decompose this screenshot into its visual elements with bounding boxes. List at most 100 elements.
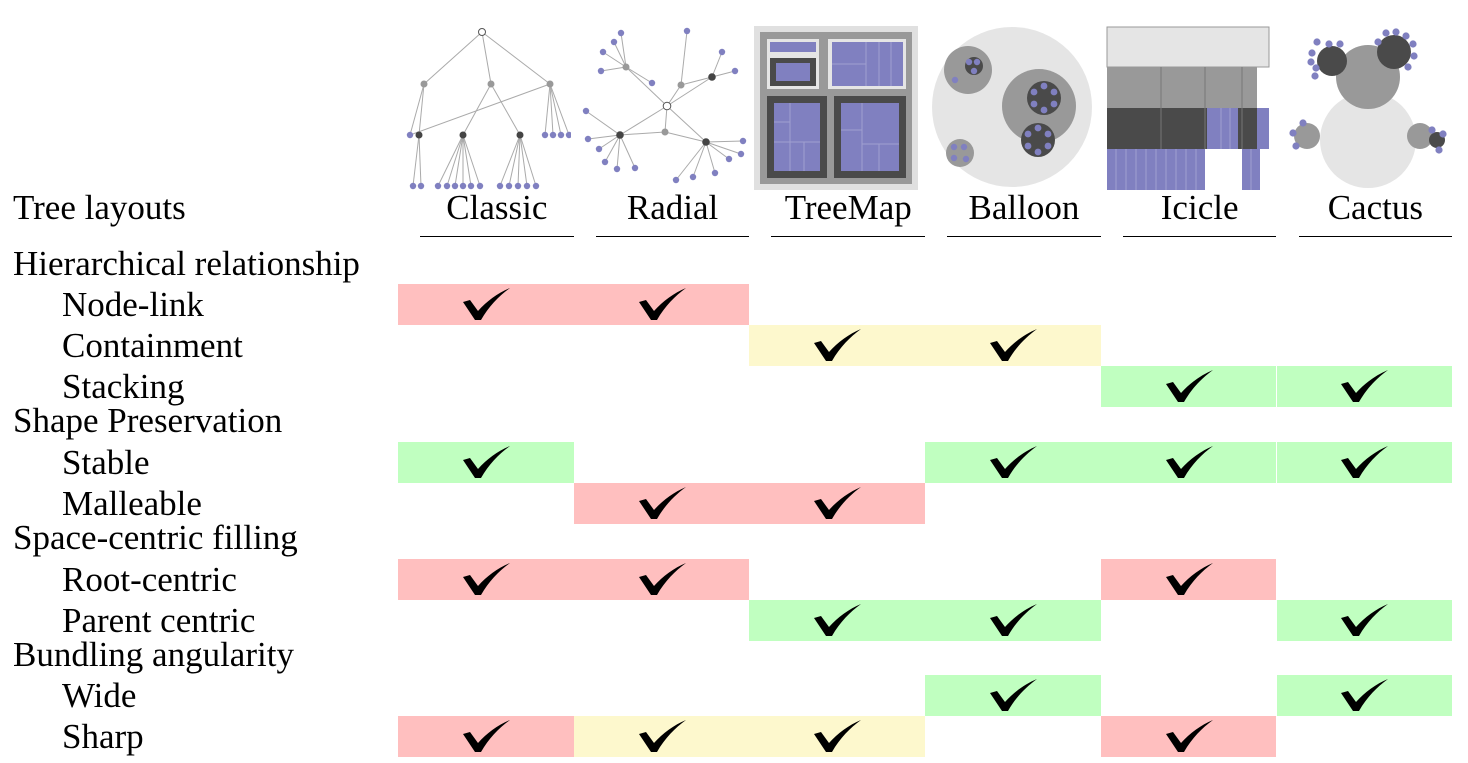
leaf-node — [505, 182, 513, 190]
tree-edge — [437, 134, 464, 187]
cell-sharp-icicle — [1100, 716, 1277, 757]
checkmark-icon — [638, 287, 686, 320]
row-label-stable: Stable — [62, 443, 150, 482]
leaf-node — [476, 182, 484, 190]
column-header-label: Balloon — [968, 188, 1080, 227]
tree-edge — [423, 31, 483, 85]
tree-edge — [616, 134, 621, 170]
tree-edge — [519, 134, 528, 187]
tree-edge — [705, 141, 716, 174]
internal-node — [707, 73, 716, 81]
checkmark-icon — [1341, 603, 1389, 636]
row-label-sharp: Sharp — [62, 717, 144, 756]
column-header-rule — [771, 236, 926, 237]
column-header-rule — [1298, 236, 1453, 237]
cell-malleable-radial — [573, 483, 750, 524]
leaf-node — [718, 48, 725, 56]
leaf-node — [1024, 142, 1032, 150]
leaf-node — [1050, 88, 1058, 96]
icicle-layout-thumbnail — [1106, 26, 1270, 190]
checkmark-icon — [989, 603, 1037, 636]
tree-edge — [549, 83, 570, 136]
cell-wide-balloon — [925, 675, 1101, 716]
treemap-layout-thumbnail — [754, 26, 919, 190]
leaf-node — [1403, 63, 1412, 71]
leaf-node — [549, 131, 557, 139]
tree-edge — [446, 134, 464, 187]
leaf-node — [683, 27, 690, 35]
tree-edge — [620, 32, 627, 68]
row-label-parent-centric: Parent centric — [62, 601, 256, 640]
tree-edge — [675, 141, 707, 181]
treemap-leaf — [774, 103, 821, 171]
leaf-node — [1040, 82, 1048, 90]
leaf-node — [970, 67, 978, 75]
tree-edge — [544, 83, 551, 136]
cell-stable-cactus — [1276, 442, 1453, 483]
tree-edge — [619, 134, 636, 169]
tree-edge — [666, 105, 707, 143]
column-header-balloon: Balloon — [947, 188, 1101, 240]
cell-containment-treemap — [749, 325, 926, 366]
leaf-node — [1312, 38, 1321, 46]
leaf-node — [601, 158, 608, 166]
leaf-node — [725, 155, 732, 163]
checkmark-icon — [1165, 562, 1213, 595]
cell-parent-centric-cactus — [1276, 600, 1453, 641]
internal-node — [615, 131, 624, 139]
cactus-grandchild — [1376, 35, 1411, 69]
leaf-node — [584, 135, 591, 143]
leaf-node — [1044, 130, 1052, 138]
column-header-label: Icicle — [1160, 188, 1239, 227]
checkmark-icon — [814, 603, 862, 636]
internal-node — [622, 63, 630, 71]
leaf-node — [731, 67, 738, 75]
checkmark-icon — [1165, 719, 1213, 752]
cell-node-link-classic — [398, 284, 574, 325]
tree-edge — [705, 141, 729, 160]
cell-sharp-classic — [398, 716, 574, 757]
cell-root-centric-classic — [398, 559, 574, 600]
column-header-label: TreeMap — [784, 188, 912, 227]
tree-edge — [602, 51, 626, 68]
row-label-stacking: Stacking — [62, 367, 185, 406]
leaf-node — [443, 182, 451, 190]
icicle-level-1 — [1106, 67, 1257, 108]
cactus-grandchild — [1316, 46, 1347, 76]
checkmark-icon — [638, 562, 686, 595]
leaf-node — [595, 145, 602, 153]
leaf-node — [597, 67, 604, 75]
cell-stacking-cactus — [1276, 366, 1453, 407]
cell-sharp-treemap — [749, 716, 926, 757]
leaf-node — [1298, 119, 1307, 127]
internal-node — [420, 80, 428, 88]
tree-edge — [680, 76, 712, 86]
cell-parent-centric-treemap — [749, 600, 926, 641]
leaf-node — [962, 155, 970, 163]
balloon-layout-thumbnail — [932, 27, 1093, 187]
column-header-label: Cactus — [1327, 188, 1423, 227]
leaf-node — [523, 182, 531, 190]
checkmark-icon — [1341, 445, 1389, 478]
column-header-treemap: TreeMap — [771, 188, 926, 240]
leaf-node — [565, 131, 571, 139]
tree-edge — [517, 134, 521, 187]
leaf-node — [1291, 142, 1300, 150]
cactus-layout-thumbnail — [1288, 28, 1447, 188]
leaf-node — [672, 176, 679, 184]
treemap-leaf — [841, 103, 900, 171]
classic-layout-thumbnail — [406, 28, 571, 190]
internal-node — [677, 81, 685, 89]
internal-node — [546, 80, 554, 88]
checkmark-icon — [462, 287, 510, 320]
leaf-node — [1438, 130, 1447, 138]
checkmark-icon — [1165, 369, 1213, 402]
leaf-node — [610, 38, 617, 46]
radial-layout-thumbnail — [582, 27, 746, 184]
leaf-node — [409, 182, 417, 190]
cell-stable-icicle — [1100, 442, 1277, 483]
leaf-node — [532, 182, 540, 190]
leaf-node — [689, 173, 696, 181]
leaf-node — [599, 48, 606, 56]
